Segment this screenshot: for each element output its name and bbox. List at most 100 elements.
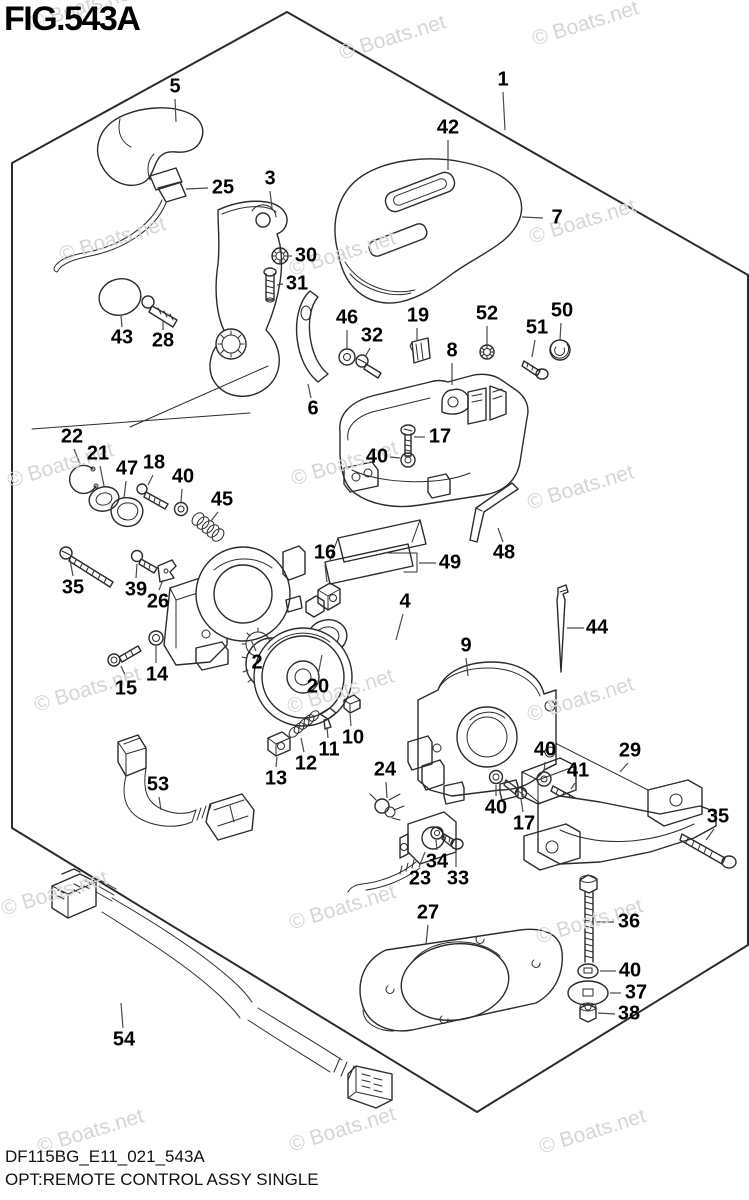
part-ring-50	[549, 339, 571, 361]
callout-17: 17	[428, 425, 452, 448]
callout-54: 54	[112, 1028, 136, 1051]
leader-line-35	[705, 828, 715, 841]
callout-2: 2	[251, 651, 263, 674]
leader-line-54	[120, 1002, 124, 1029]
leader-line-34	[435, 839, 438, 851]
callout-42: 42	[436, 116, 460, 139]
callout-22: 22	[60, 425, 84, 448]
leader-line-2	[250, 639, 257, 652]
leader-line-16	[324, 564, 328, 583]
callout-21: 21	[86, 442, 110, 465]
callout-39: 39	[124, 578, 148, 601]
callout-29: 29	[618, 739, 642, 762]
callout-19: 19	[406, 304, 430, 327]
part-washer-40c	[536, 771, 552, 787]
figure-title: FIG.543A	[4, 0, 141, 38]
callout-4: 4	[399, 590, 411, 613]
leader-line-23	[418, 851, 426, 868]
part-washer-34	[430, 826, 444, 840]
callout-3: 3	[264, 167, 276, 190]
part-washer-46	[338, 348, 356, 366]
callout-40: 40	[618, 959, 642, 982]
part-circlip-22	[68, 464, 99, 495]
leader-line-29	[619, 762, 629, 773]
callout-16: 16	[313, 541, 337, 564]
leader-line-47	[123, 480, 127, 499]
part-handle-grip-5	[96, 107, 204, 186]
part-solenoid-23	[347, 811, 457, 893]
part-hook-48	[469, 482, 519, 543]
part-screw-32	[355, 354, 382, 379]
part-washer-40b	[173, 501, 189, 517]
part-spring-12	[288, 710, 320, 738]
callout-31: 31	[285, 272, 309, 295]
callout-35: 35	[706, 805, 730, 828]
leader-line-4	[395, 613, 404, 641]
part-harness-54	[51, 868, 393, 1109]
part-cover-7	[334, 158, 523, 304]
footer-description: OPT:REMOTE CONTROL ASSY SINGLE	[5, 1169, 319, 1189]
callout-20: 20	[306, 675, 330, 698]
part-bolt-15	[107, 645, 142, 667]
part-lever-3	[209, 200, 288, 397]
leader-line-6	[307, 383, 312, 399]
callout-18: 18	[142, 451, 166, 474]
callout-45: 45	[210, 488, 234, 511]
leader-line-15	[120, 665, 127, 678]
callout-8: 8	[446, 339, 458, 362]
callout-41: 41	[566, 759, 590, 782]
part-bracket-6	[295, 290, 329, 383]
part-screw-17b	[503, 779, 528, 800]
part-washer-21	[88, 486, 120, 512]
part-cube-16	[305, 582, 341, 618]
callout-5: 5	[169, 75, 181, 98]
part-housing-8	[339, 373, 529, 508]
callout-33: 33	[446, 867, 470, 890]
leader-line-26	[158, 579, 164, 591]
callout-13: 13	[264, 767, 288, 790]
leader-line-9	[465, 657, 469, 677]
leader-line-13	[275, 756, 278, 768]
footer-code: DF115BG_E11_021_543A	[5, 1147, 205, 1166]
part-nut-52	[479, 344, 495, 360]
diagram-border	[11, 11, 749, 1113]
callout-10: 10	[341, 726, 365, 749]
leader-line-12	[300, 737, 305, 753]
part-bolt-31	[263, 267, 277, 303]
part-washer-37	[567, 980, 609, 1006]
leader-line-40	[389, 456, 401, 459]
part-bolt-36	[579, 874, 598, 963]
leader-line-10	[349, 713, 352, 727]
callout-12: 12	[294, 752, 318, 775]
leader-line-45	[210, 511, 219, 522]
callout-52: 52	[475, 302, 499, 325]
callout-40: 40	[171, 465, 195, 488]
leader-lines	[69, 91, 715, 1029]
leader-line-24	[385, 781, 388, 799]
part-clip-19	[409, 337, 431, 364]
leader-line-43	[120, 315, 123, 328]
part-nut-14	[148, 630, 164, 646]
callout-14: 14	[145, 663, 169, 686]
part-bolt-28	[141, 295, 178, 328]
figure-footer: DF115BG_E11_021_543A OPT:REMOTE CONTROL …	[5, 1146, 319, 1192]
callout-25: 25	[211, 176, 235, 199]
part-label-slot-42	[384, 171, 456, 213]
leader-line-11	[326, 726, 329, 739]
part-screw-33	[441, 833, 464, 850]
leader-line-35	[69, 559, 74, 577]
callout-17: 17	[512, 812, 536, 835]
leader-line-1	[502, 91, 506, 131]
callout-49: 49	[438, 551, 462, 574]
leader-line-50	[559, 322, 562, 341]
callout-9: 9	[460, 634, 472, 657]
part-screw-39	[130, 549, 158, 574]
callout-6: 6	[307, 397, 319, 420]
callout-15: 15	[114, 677, 138, 700]
part-disc-43	[98, 278, 142, 316]
part-spring-45	[191, 512, 225, 542]
leader-line-25	[185, 187, 209, 190]
part-housing-2	[163, 545, 306, 671]
part-clip-26	[157, 559, 177, 583]
callout-23: 23	[408, 867, 432, 890]
